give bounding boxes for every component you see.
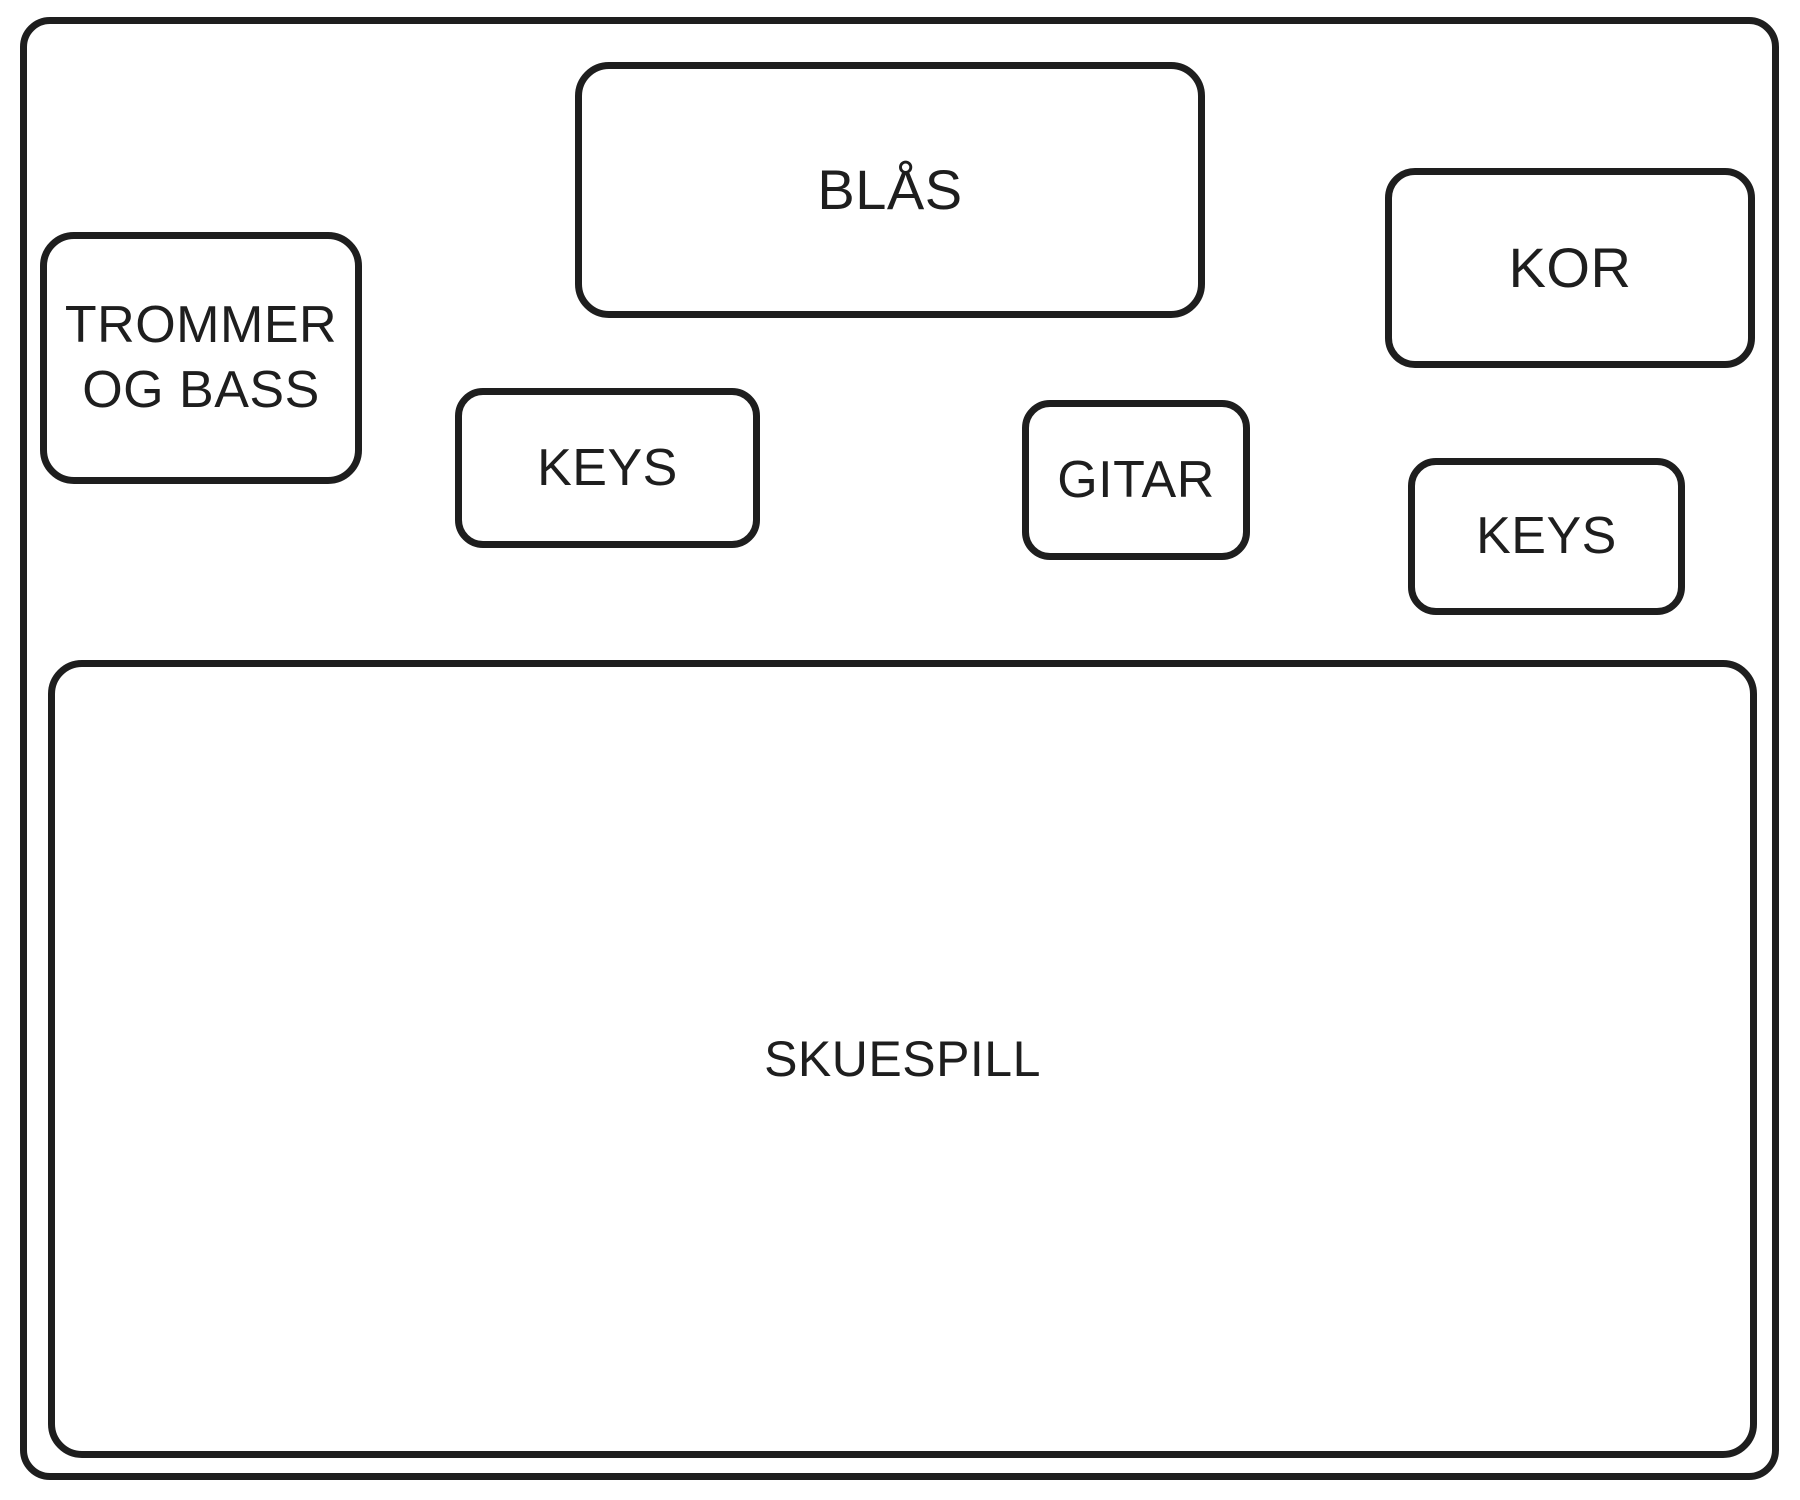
zone-label-kor: KOR (1508, 236, 1632, 299)
zone-blas[interactable]: BLÅS (575, 62, 1205, 318)
zone-trommer-og-bass[interactable]: TROMMER OG BASS (40, 232, 362, 484)
zone-label-trommer-og-bass: TROMMER OG BASS (64, 296, 338, 419)
zone-kor[interactable]: KOR (1385, 168, 1755, 368)
zone-label-skuespill: SKUESPILL (764, 1030, 1041, 1087)
zone-label-blas: BLÅS (817, 158, 963, 221)
zone-label-gitar: GITAR (1057, 450, 1215, 509)
zone-keys-left[interactable]: KEYS (455, 388, 760, 548)
zone-keys-right[interactable]: KEYS (1408, 458, 1685, 615)
zone-gitar[interactable]: GITAR (1022, 400, 1250, 560)
zone-skuespill[interactable]: SKUESPILL (48, 660, 1757, 1458)
stage-outline (20, 17, 1779, 1480)
zone-label-keys-left: KEYS (537, 438, 678, 497)
zone-label-keys-right: KEYS (1476, 507, 1617, 565)
